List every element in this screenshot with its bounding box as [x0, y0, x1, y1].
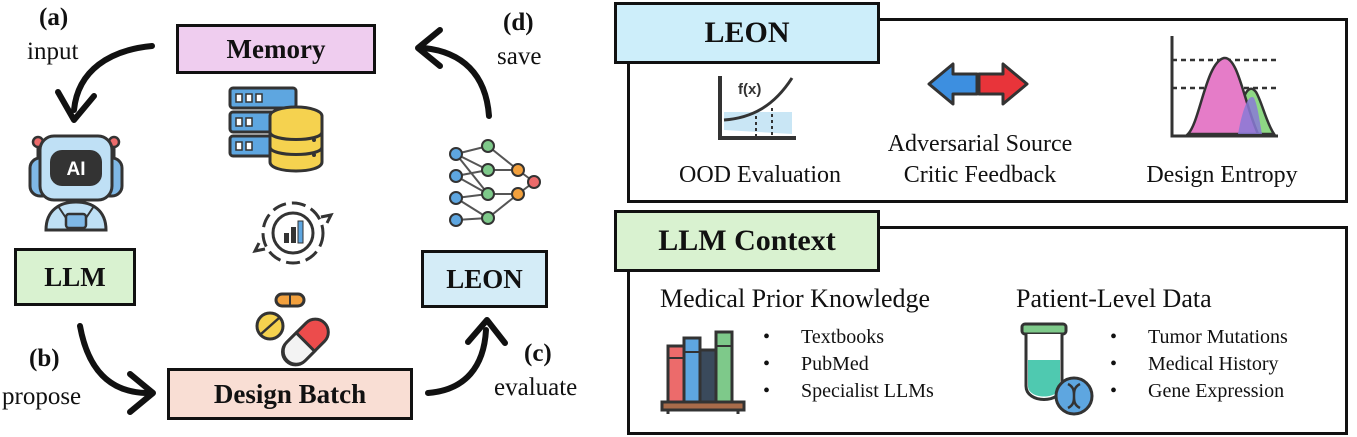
design-entropy-caption: Design Entropy	[1146, 162, 1298, 188]
formula-label: f(x)	[738, 81, 761, 98]
function-graph-icon: f(x)	[718, 76, 796, 140]
context-panel-title: LLM Context	[614, 210, 880, 272]
step-a-letter: (a)	[39, 4, 69, 31]
critic-feedback-caption-line2: Critic Feedback	[903, 162, 1057, 188]
arrow-propose-head	[127, 371, 156, 415]
arrow-save	[421, 45, 492, 119]
step-b-letter: (b)	[29, 345, 60, 372]
step-c-caption: evaluate	[494, 374, 578, 401]
neural-network-icon	[449, 139, 541, 227]
knowledge-item: Specialist LLMs	[763, 380, 934, 403]
arrow-input	[71, 43, 155, 113]
pills-icon	[255, 292, 330, 367]
knowledge-heading: Medical Prior Knowledge	[660, 284, 931, 313]
arrow-propose	[77, 323, 149, 396]
distribution-icon	[1170, 36, 1278, 138]
knowledge-item: Textbooks	[763, 326, 884, 349]
arrow-save-head	[415, 27, 443, 69]
patient-heading: Patient-Level Data	[1016, 284, 1212, 313]
database-icon	[228, 86, 324, 173]
llm-box: LLM	[14, 248, 136, 306]
analytics-gear-icon	[252, 201, 334, 265]
critic-feedback-caption-line1: Adversarial Source	[887, 131, 1073, 157]
step-a-caption: input	[27, 38, 79, 65]
step-d-caption: save	[497, 43, 542, 70]
step-b-caption: propose	[2, 383, 82, 410]
patient-item: Gene Expression	[1110, 380, 1284, 403]
leon-panel-title: LEON	[614, 2, 880, 64]
patient-item: Medical History	[1110, 353, 1278, 376]
memory-box: Memory	[176, 24, 376, 74]
design-batch-box: Design Batch	[167, 368, 413, 420]
knowledge-item: PubMed	[763, 353, 869, 376]
swap-arrows-icon	[927, 62, 1029, 106]
bookshelf-icon	[660, 330, 746, 414]
step-d-letter: (d)	[503, 9, 534, 36]
patient-item: Tumor Mutations	[1110, 326, 1288, 349]
arrow-evaluate	[425, 327, 489, 396]
robot-badge: AI	[67, 159, 86, 180]
arrow-evaluate-head	[465, 317, 508, 346]
test-tube-icon	[1020, 322, 1094, 416]
robot-icon: AI	[28, 134, 124, 232]
ood-evaluation-caption: OOD Evaluation	[679, 162, 841, 188]
arrow-input-head	[55, 89, 97, 123]
leon-box: LEON	[421, 250, 548, 308]
step-c-letter: (c)	[524, 340, 552, 367]
